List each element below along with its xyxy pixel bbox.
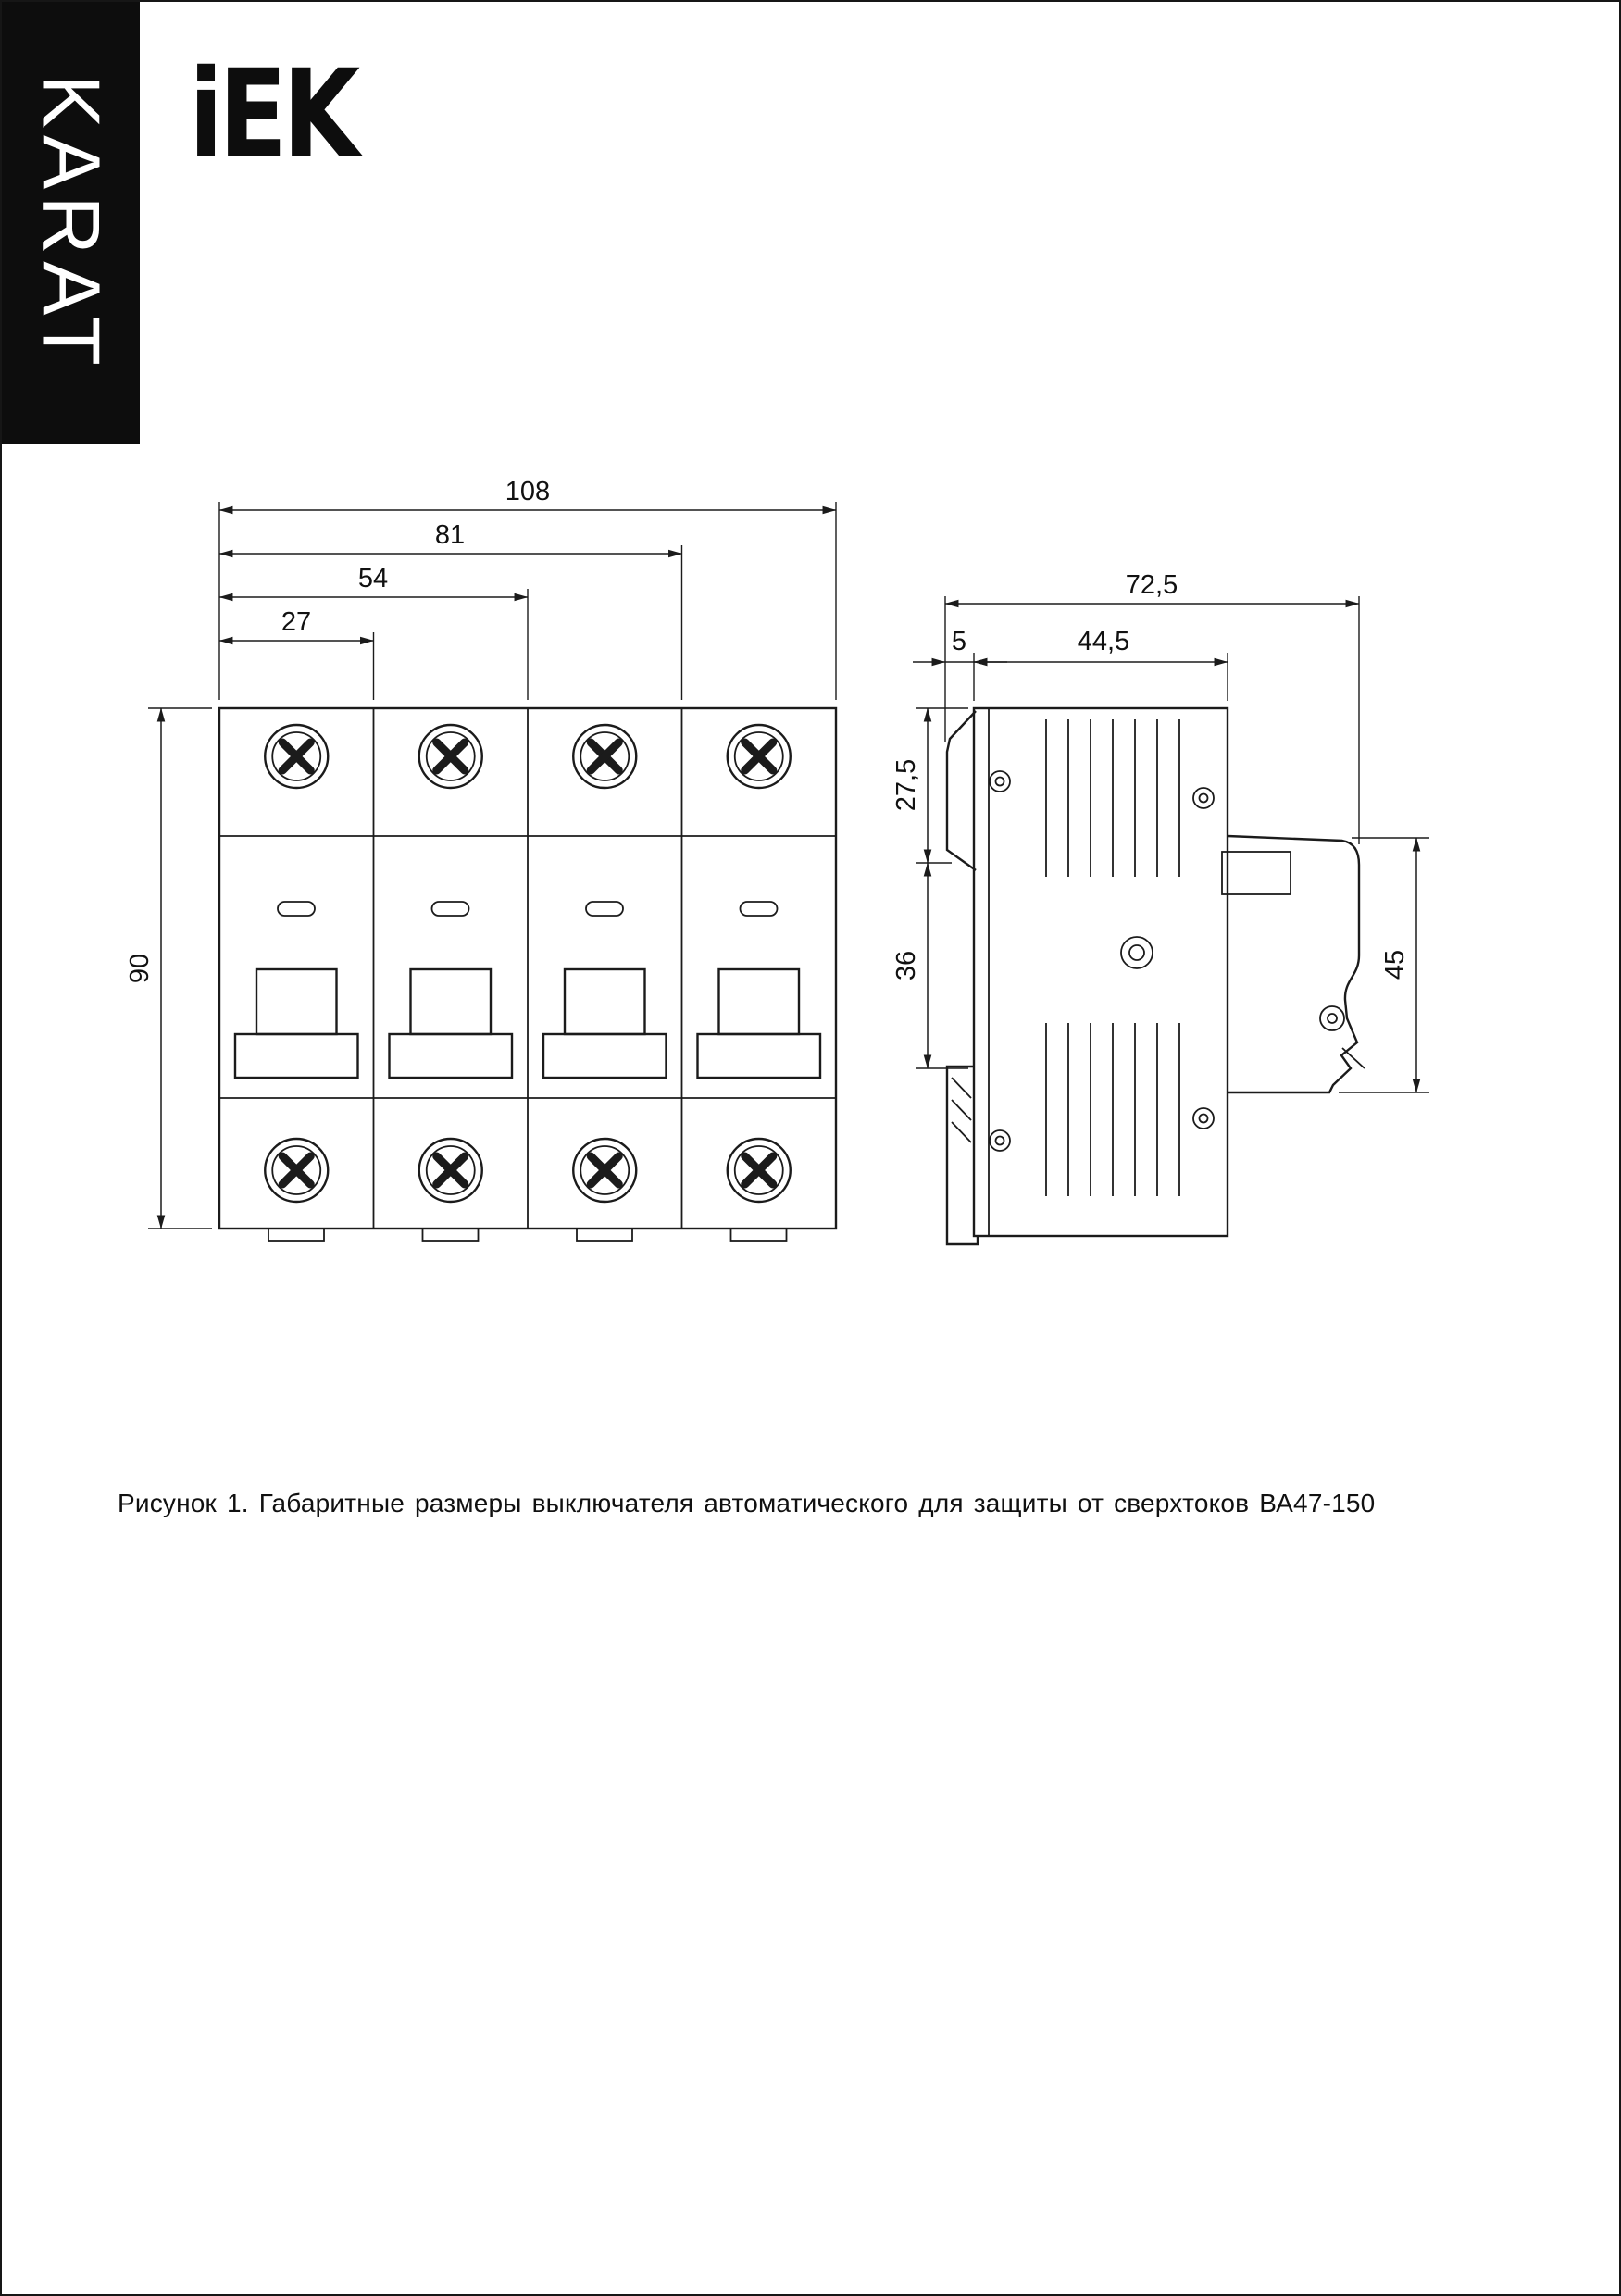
karat-brand-block: KARAT xyxy=(2,2,140,444)
toggle-handle-side xyxy=(1221,851,1291,895)
dim-side-upper-height: 27,5 xyxy=(892,759,921,811)
iek-logo: iEK xyxy=(189,44,360,186)
din-clip-top xyxy=(945,710,977,871)
ventilation-ribs-top xyxy=(1045,719,1180,877)
breaker-module-2 xyxy=(390,725,513,1241)
dim-front-total-width: 108 xyxy=(505,477,550,506)
breaker-module-3 xyxy=(543,725,667,1241)
dim-side-total-depth: 72,5 xyxy=(1126,570,1178,600)
dim-side-middle-height: 36 xyxy=(892,951,921,980)
dim-front-height: 90 xyxy=(125,954,155,983)
front-view xyxy=(218,706,838,1241)
ventilation-ribs-bottom xyxy=(1045,1023,1180,1196)
breaker-module-4 xyxy=(698,725,821,1241)
dim-side-rail-offset: 5 xyxy=(952,627,966,656)
karat-brand-label: KARAT xyxy=(25,74,118,372)
din-clip-bottom xyxy=(945,1065,979,1246)
breaker-module-1 xyxy=(235,725,358,1241)
figure-caption: Рисунок 1. Габаритные размеры выключател… xyxy=(118,1489,1376,1517)
front-view-dimensions: 108 81 54 27 90 xyxy=(125,477,837,1229)
dim-front-width-2p: 54 xyxy=(358,564,388,593)
dim-front-width-1p: 27 xyxy=(281,607,311,637)
side-view-dimensions: 72,5 5 44,5 27,5 36 45 xyxy=(892,570,1429,1093)
dim-front-width-3p: 81 xyxy=(435,520,465,550)
case-rivets xyxy=(989,770,1215,1152)
dim-side-body-depth: 44,5 xyxy=(1078,627,1129,656)
side-view xyxy=(945,706,1365,1246)
dim-side-front-height: 45 xyxy=(1380,950,1410,980)
front-face-profile xyxy=(1221,834,1365,1094)
